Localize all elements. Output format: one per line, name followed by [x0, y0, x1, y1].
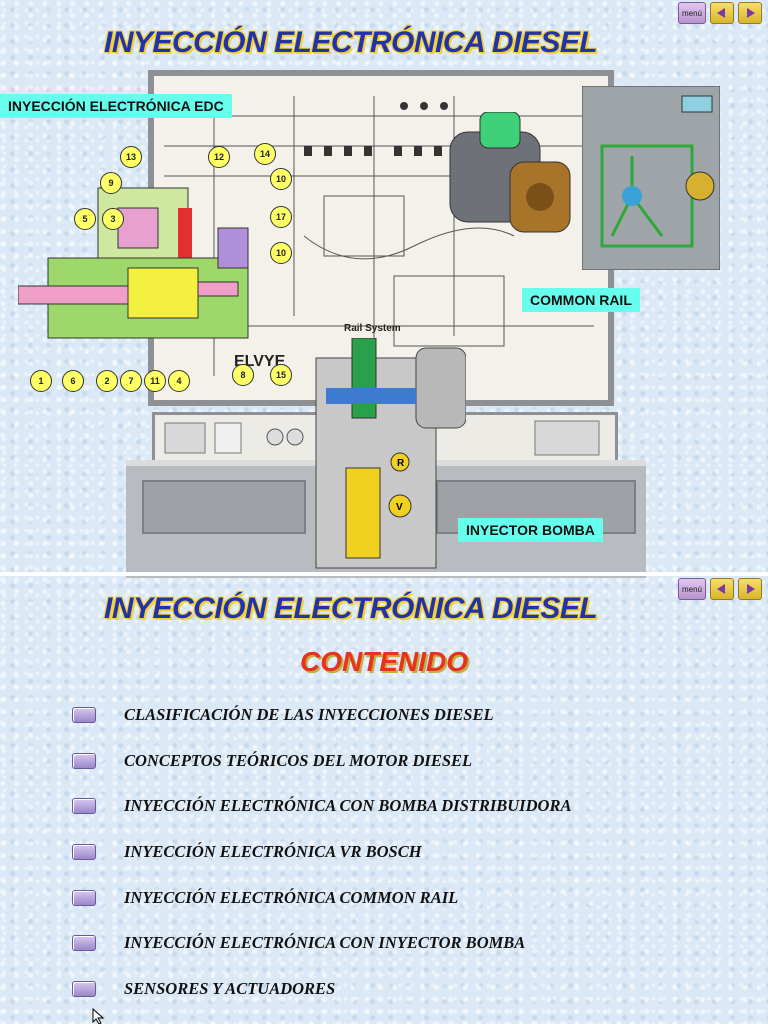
valve-v-label: V — [396, 502, 403, 513]
arrow-left-icon — [717, 8, 725, 18]
slide-title: INYECCIÓN ELECTRÓNICA DIESEL — [104, 26, 598, 59]
callout-10: 10 — [270, 168, 292, 190]
menu-button[interactable]: menú — [678, 2, 706, 24]
control-panel-graphic — [164, 420, 600, 456]
contents-list: CLASIFICACIÓN DE LAS INYECCIONES DIESEL … — [72, 692, 571, 1012]
bullet-button-icon[interactable] — [72, 798, 96, 815]
callout-2: 2 — [96, 370, 118, 392]
list-item-label[interactable]: INYECCIÓN ELECTRÓNICA VR BOSCH — [124, 841, 422, 861]
arrow-right-icon — [747, 584, 755, 594]
bullet-button-icon[interactable] — [72, 980, 96, 997]
list-item[interactable]: CLASIFICACIÓN DE LAS INYECCIONES DIESEL — [72, 692, 571, 738]
list-item[interactable]: SENSORES Y ACTUADORES — [72, 966, 571, 1012]
board-schematic-graphic: Rail System ELVYE — [164, 96, 594, 376]
list-item[interactable]: INYECCIÓN ELECTRÓNICA CON INYECTOR BOMBA — [72, 920, 571, 966]
forward-button[interactable] — [738, 2, 762, 24]
bullet-button-icon[interactable] — [72, 752, 96, 769]
callout-1: 1 — [30, 370, 52, 392]
rail-system-text: Rail System — [344, 323, 401, 334]
arrow-left-icon — [717, 584, 725, 594]
callout-8: 8 — [232, 364, 254, 386]
bullet-button-icon[interactable] — [72, 706, 96, 723]
slide-contents: INYECCIÓN ELECTRÓNICA DIESEL menú CONTEN… — [0, 576, 768, 1024]
callout-4: 4 — [168, 370, 190, 392]
injector-pump-cutaway: R V — [315, 338, 466, 569]
back-button[interactable] — [710, 2, 734, 24]
common-rail-diagram — [582, 86, 720, 270]
menu-button[interactable]: menú — [678, 578, 706, 600]
list-item-label[interactable]: INYECCIÓN ELECTRÓNICA CON BOMBA DISTRIBU… — [124, 796, 572, 816]
high-pressure-pump-image — [449, 112, 571, 233]
forward-button[interactable] — [738, 578, 762, 600]
list-item[interactable]: INYECCIÓN ELECTRÓNICA COMMON RAIL — [72, 875, 571, 921]
label-edc[interactable]: INYECCIÓN ELECTRÓNICA EDC — [0, 94, 232, 118]
list-item-label[interactable]: INYECCIÓN ELECTRÓNICA COMMON RAIL — [124, 887, 459, 907]
contents-heading: CONTENIDO — [300, 646, 468, 677]
callout-5: 5 — [74, 208, 96, 230]
list-item-label[interactable]: SENSORES Y ACTUADORES — [124, 978, 336, 998]
label-common-rail[interactable]: COMMON RAIL — [522, 288, 640, 312]
bullet-button-icon[interactable] — [72, 889, 96, 906]
callout-3: 3 — [102, 208, 124, 230]
callout-13: 13 — [120, 146, 142, 168]
slide-title: INYECCIÓN ELECTRÓNICA DIESEL — [104, 592, 598, 625]
callout-14: 14 — [254, 143, 276, 165]
list-item-label[interactable]: CONCEPTOS TEÓRICOS DEL MOTOR DIESEL — [124, 750, 473, 770]
back-button[interactable] — [710, 578, 734, 600]
slide-nav: menú — [678, 578, 762, 600]
list-item[interactable]: CONCEPTOS TEÓRICOS DEL MOTOR DIESEL — [72, 738, 571, 784]
callout-9: 9 — [100, 172, 122, 194]
slide-overview: INYECCIÓN ELECTRÓNICA DIESEL menú — [0, 2, 768, 578]
distributor-pump-cutaway — [18, 187, 249, 339]
arrow-right-icon — [747, 8, 755, 18]
slide-divider — [0, 572, 768, 576]
list-item[interactable]: INYECCIÓN ELECTRÓNICA CON BOMBA DISTRIBU… — [72, 783, 571, 829]
slide-nav: menú — [678, 2, 762, 24]
list-item-label[interactable]: CLASIFICACIÓN DE LAS INYECCIONES DIESEL — [124, 704, 494, 724]
callout-6: 6 — [62, 370, 84, 392]
callout-12: 12 — [208, 146, 230, 168]
callout-15: 15 — [270, 364, 292, 386]
bullet-button-icon[interactable] — [72, 935, 96, 952]
callout-7: 7 — [120, 370, 142, 392]
callout-10b: 10 — [270, 242, 292, 264]
mouse-pointer-icon — [92, 1008, 105, 1024]
list-item[interactable]: INYECCIÓN ELECTRÓNICA VR BOSCH — [72, 829, 571, 875]
bench-drawer — [142, 480, 306, 534]
callout-11: 11 — [144, 370, 166, 392]
valve-r-label: R — [397, 458, 405, 469]
list-item-label[interactable]: INYECCIÓN ELECTRÓNICA CON INYECTOR BOMBA — [124, 933, 526, 953]
callout-17: 17 — [270, 206, 292, 228]
label-injector-pump[interactable]: INYECTOR BOMBA — [458, 518, 603, 542]
training-bench-figure: Rail System ELVYE — [0, 68, 768, 578]
bullet-button-icon[interactable] — [72, 843, 96, 860]
